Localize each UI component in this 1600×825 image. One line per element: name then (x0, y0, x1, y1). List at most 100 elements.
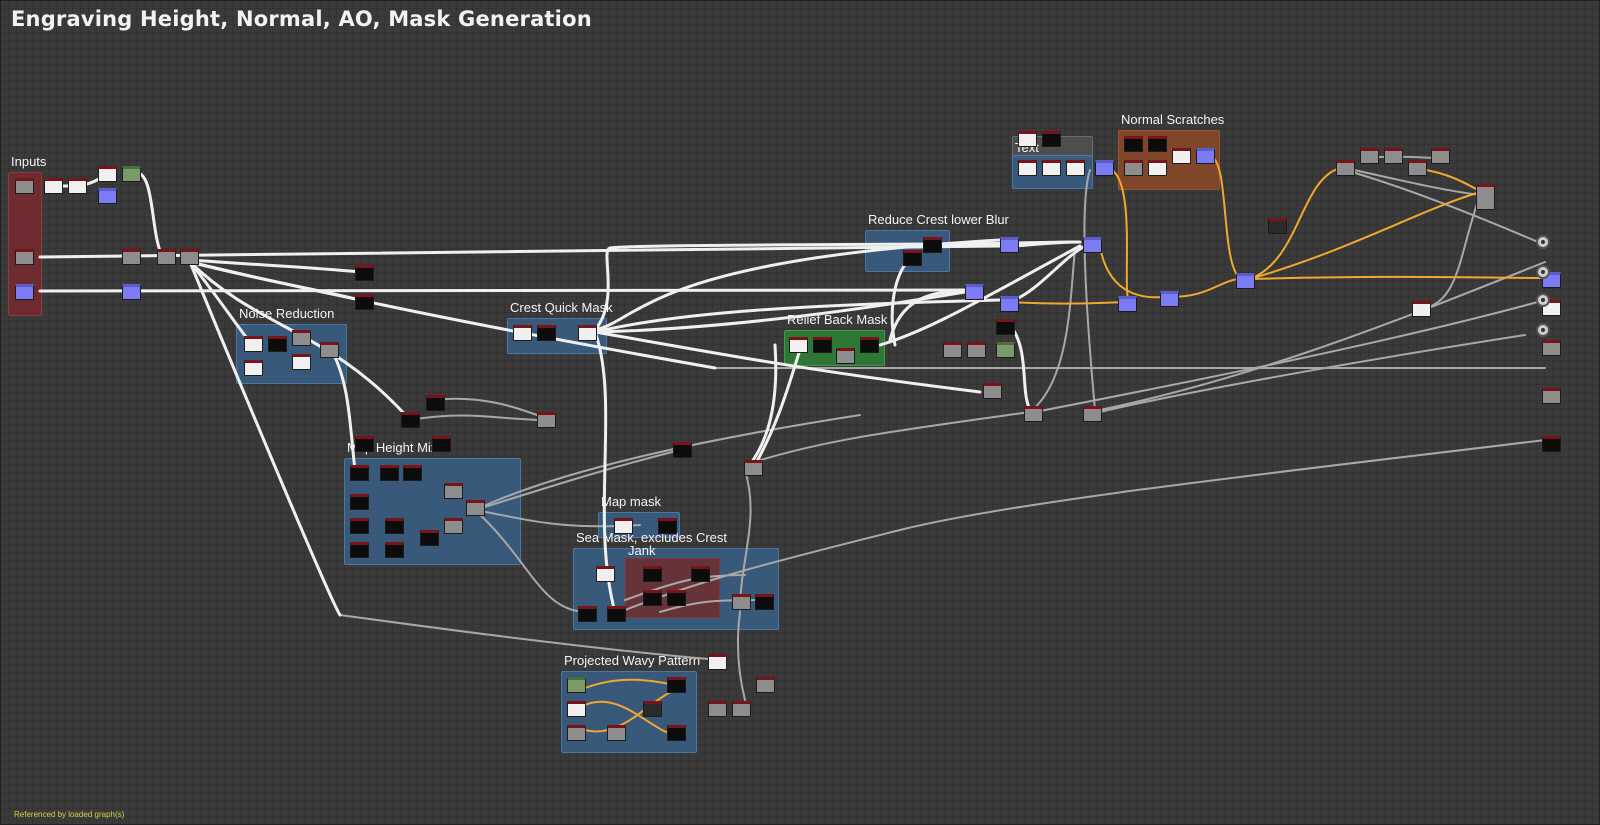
graph-node[interactable] (466, 500, 485, 516)
graph-node[interactable] (965, 284, 984, 300)
graph-node[interactable] (578, 606, 597, 622)
graph-node[interactable] (403, 465, 422, 481)
graph-node[interactable] (708, 701, 727, 717)
graph-node[interactable] (268, 336, 287, 352)
output-port-icon[interactable] (1536, 323, 1550, 337)
output-port-icon[interactable] (1536, 265, 1550, 279)
graph-node[interactable] (578, 325, 597, 341)
graph-node[interactable] (755, 594, 774, 610)
graph-node[interactable] (813, 337, 832, 353)
graph-node[interactable] (432, 436, 451, 452)
output-port-icon[interactable] (1536, 293, 1550, 307)
graph-node[interactable] (1124, 160, 1143, 176)
graph-node[interactable] (732, 701, 751, 717)
graph-node[interactable] (1160, 291, 1179, 307)
graph-node[interactable] (596, 566, 615, 582)
graph-node[interactable] (385, 542, 404, 558)
graph-node[interactable] (744, 460, 763, 476)
graph-node[interactable] (1148, 160, 1167, 176)
graph-node[interactable] (643, 566, 662, 582)
graph-node[interactable] (98, 166, 117, 182)
output-port-icon[interactable] (1536, 235, 1550, 249)
graph-node[interactable] (1018, 160, 1037, 176)
graph-node[interactable] (1042, 131, 1061, 147)
graph-node[interactable] (1042, 160, 1061, 176)
graph-node[interactable] (244, 360, 263, 376)
graph-node[interactable] (1542, 388, 1561, 404)
graph-node[interactable] (355, 436, 374, 452)
graph-node[interactable] (385, 518, 404, 534)
graph-node[interactable] (68, 178, 87, 194)
graph-node[interactable] (1336, 160, 1355, 176)
graph-node[interactable] (1124, 136, 1143, 152)
graph-node[interactable] (667, 677, 686, 693)
graph-node[interactable] (426, 395, 445, 411)
graph-node[interactable] (789, 337, 808, 353)
graph-node[interactable] (1024, 406, 1043, 422)
graph-node[interactable] (1083, 406, 1102, 422)
graph-node[interactable] (756, 677, 775, 693)
graph-node[interactable] (401, 412, 420, 428)
input-node[interactable] (15, 249, 34, 265)
graph-node[interactable] (157, 249, 176, 265)
graph-node[interactable] (537, 412, 556, 428)
graph-node[interactable] (860, 337, 879, 353)
graph-node[interactable] (1066, 160, 1085, 176)
graph-node[interactable] (1542, 436, 1561, 452)
graph-node[interactable] (1542, 340, 1561, 356)
input-node[interactable] (15, 284, 34, 300)
graph-node[interactable] (1476, 184, 1495, 210)
graph-node[interactable] (567, 701, 586, 717)
graph-node[interactable] (180, 249, 199, 265)
graph-node[interactable] (380, 465, 399, 481)
graph-node[interactable] (244, 336, 263, 352)
graph-node[interactable] (1268, 218, 1287, 234)
graph-node[interactable] (1083, 237, 1102, 253)
graph-node[interactable] (983, 383, 1002, 399)
graph-node[interactable] (1172, 148, 1191, 164)
graph-node[interactable] (673, 442, 692, 458)
graph-node[interactable] (691, 566, 710, 582)
graph-node[interactable] (537, 325, 556, 341)
graph-node[interactable] (44, 178, 63, 194)
graph-node[interactable] (1095, 160, 1114, 176)
graph-node[interactable] (355, 294, 374, 310)
graph-node[interactable] (292, 354, 311, 370)
graph-node[interactable] (667, 725, 686, 741)
graph-node[interactable] (1000, 237, 1019, 253)
graph-node[interactable] (967, 342, 986, 358)
graph-node[interactable] (923, 237, 942, 253)
graph-node[interactable] (1412, 301, 1431, 317)
graph-node[interactable] (732, 594, 751, 610)
graph-node[interactable] (350, 518, 369, 534)
graph-node[interactable] (1148, 136, 1167, 152)
graph-node[interactable] (607, 606, 626, 622)
graph-node[interactable] (292, 330, 311, 346)
graph-node[interactable] (513, 325, 532, 341)
graph-node[interactable] (567, 677, 586, 693)
graph-node[interactable] (943, 342, 962, 358)
graph-node[interactable] (355, 265, 374, 281)
graph-node[interactable] (444, 483, 463, 499)
graph-node[interactable] (643, 590, 662, 606)
graph-node[interactable] (1408, 160, 1427, 176)
graph-node[interactable] (1118, 296, 1137, 312)
graph-node[interactable] (903, 250, 922, 266)
graph-node[interactable] (708, 654, 727, 670)
graph-node[interactable] (1384, 148, 1403, 164)
graph-node[interactable] (320, 342, 339, 358)
graph-node[interactable] (122, 284, 141, 300)
graph-node[interactable] (1431, 148, 1450, 164)
graph-node[interactable] (607, 725, 626, 741)
graph-node[interactable] (614, 518, 633, 534)
graph-node[interactable] (420, 530, 439, 546)
graph-node[interactable] (1360, 148, 1379, 164)
graph-node[interactable] (667, 590, 686, 606)
graph-node[interactable] (122, 249, 141, 265)
graph-node[interactable] (98, 188, 117, 204)
graph-node[interactable] (350, 494, 369, 510)
graph-node[interactable] (658, 518, 677, 534)
graph-node[interactable] (1196, 148, 1215, 164)
graph-node[interactable] (1236, 273, 1255, 289)
graph-node[interactable] (1000, 296, 1019, 312)
